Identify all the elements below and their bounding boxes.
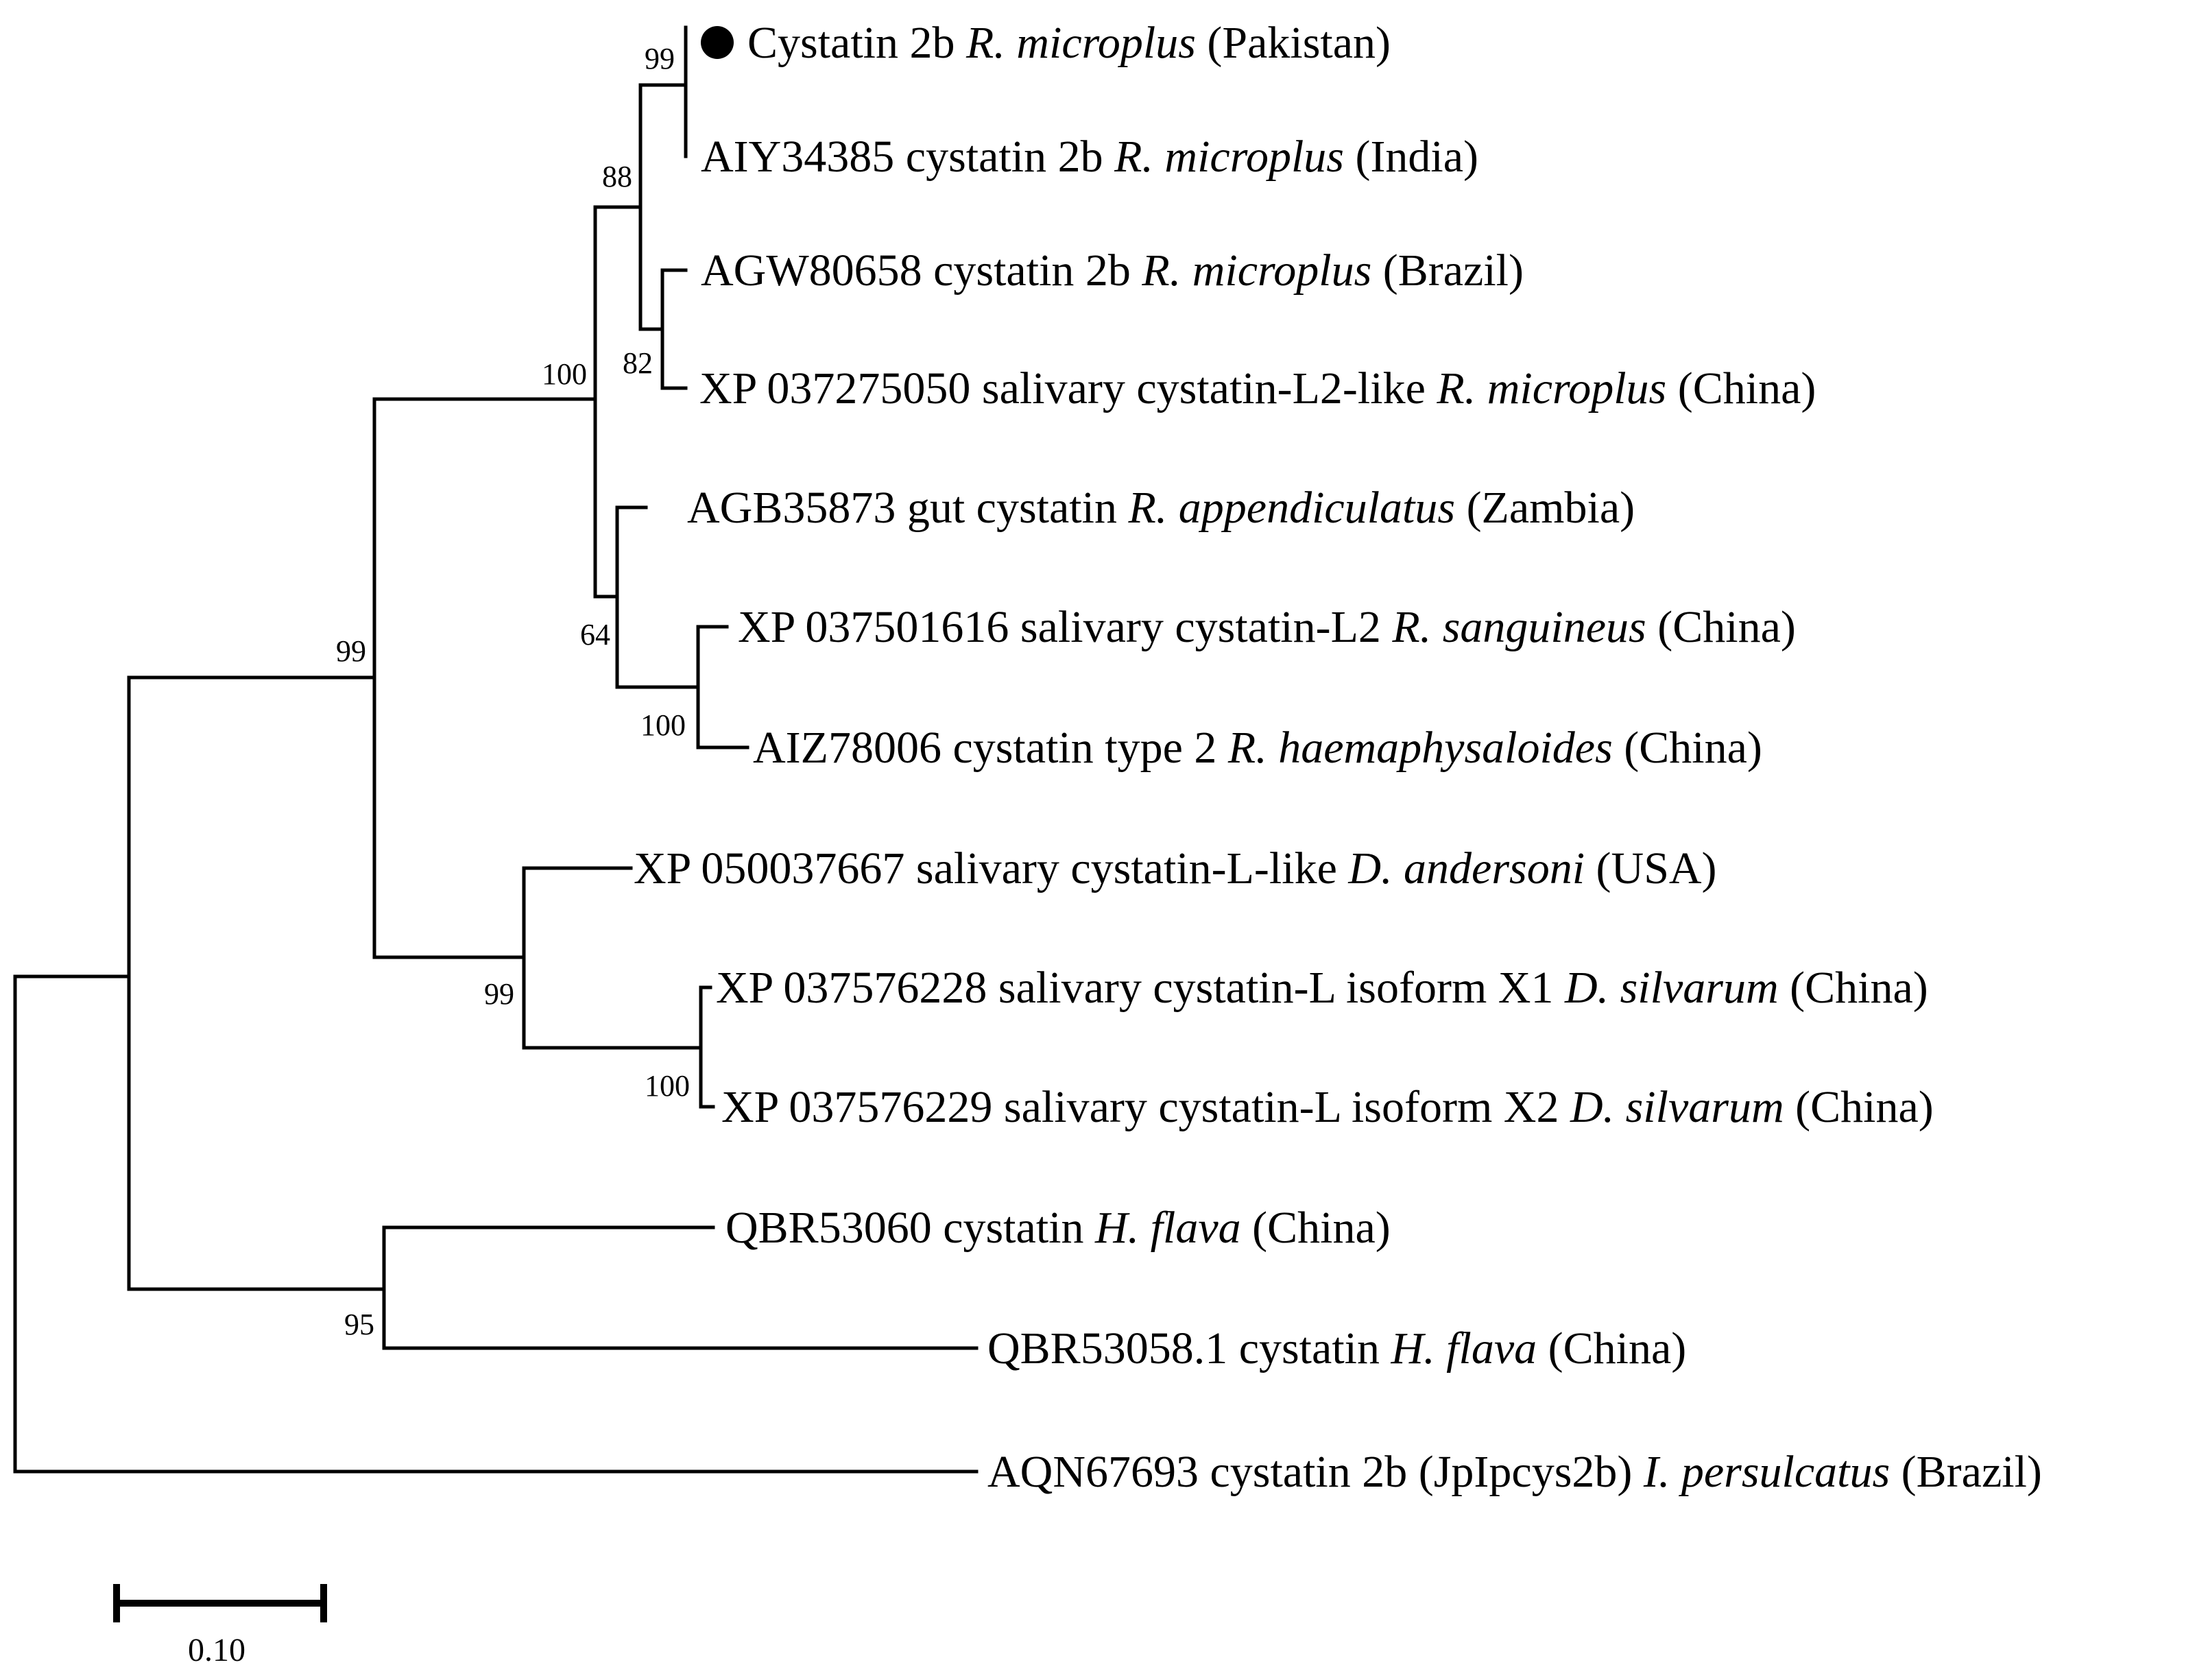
bootstrap-value-n_haema: 95 [344,1308,374,1341]
leaf-label-l4: XP 037275050 salivary cystatin-L2-like R… [699,363,1816,413]
leaf-label-l10: XP 037576229 salivary cystatin-L isoform… [721,1082,1934,1132]
leaf-label-l5: AGB35873 gut cystatin R. appendiculatus … [687,483,1635,533]
bootstrap-value-n_bra_chn: 82 [623,346,653,380]
bootstrap-value-n_ticks: 99 [336,634,366,668]
bootstrap-value-n_pak_india: 99 [645,42,675,75]
bootstrap-value-n_san_hae: 100 [640,708,686,742]
bootstrap-value-n_rh_main: 100 [542,357,587,391]
bootstrap-value-n_ind_bra: 88 [602,160,632,193]
leaf-labels: Cystatin 2b R. microplus (Pakistan) AIY34… [634,18,2042,1497]
scale-bar: 0.10 [113,1584,327,1668]
leaf-label-l6: XP 037501616 salivary cystatin-L2 R. san… [738,602,1796,652]
bootstrap-value-n_app: 64 [580,618,610,651]
leaf-label-l2: AIY34385 cystatin 2b R. microplus (India… [701,132,1478,182]
tree-branches [13,25,979,1474]
leaf-label-l3: AGW80658 cystatin 2b R. microplus (Brazi… [701,245,1524,296]
leaf-label-l13: AQN67693 cystatin 2b (JpIpcys2b) I. pers… [987,1447,2042,1497]
leaf-label-l8: XP 050037667 salivary cystatin-L-like D.… [634,843,1717,893]
query-sequence-marker-icon [701,26,734,59]
leaf-label-l7: AIZ78006 cystatin type 2 R. haemaphysalo… [753,723,1762,773]
bootstrap-values: 99 88 82 100 64 100 99 99 100 95 [336,42,690,1341]
leaf-label-l1: Cystatin 2b R. microplus (Pakistan) [747,18,1391,68]
leaf-label-l12: QBR53058.1 cystatin H. flava (China) [987,1323,1686,1373]
leaf-label-l9: XP 037576228 salivary cystatin-L isoform… [716,963,1928,1013]
bootstrap-value-n_derm: 99 [484,977,514,1011]
leaf-label-l11: QBR53060 cystatin H. flava (China) [725,1203,1391,1253]
bootstrap-value-n_silv: 100 [645,1069,690,1103]
scale-bar-label: 0.10 [188,1632,245,1668]
